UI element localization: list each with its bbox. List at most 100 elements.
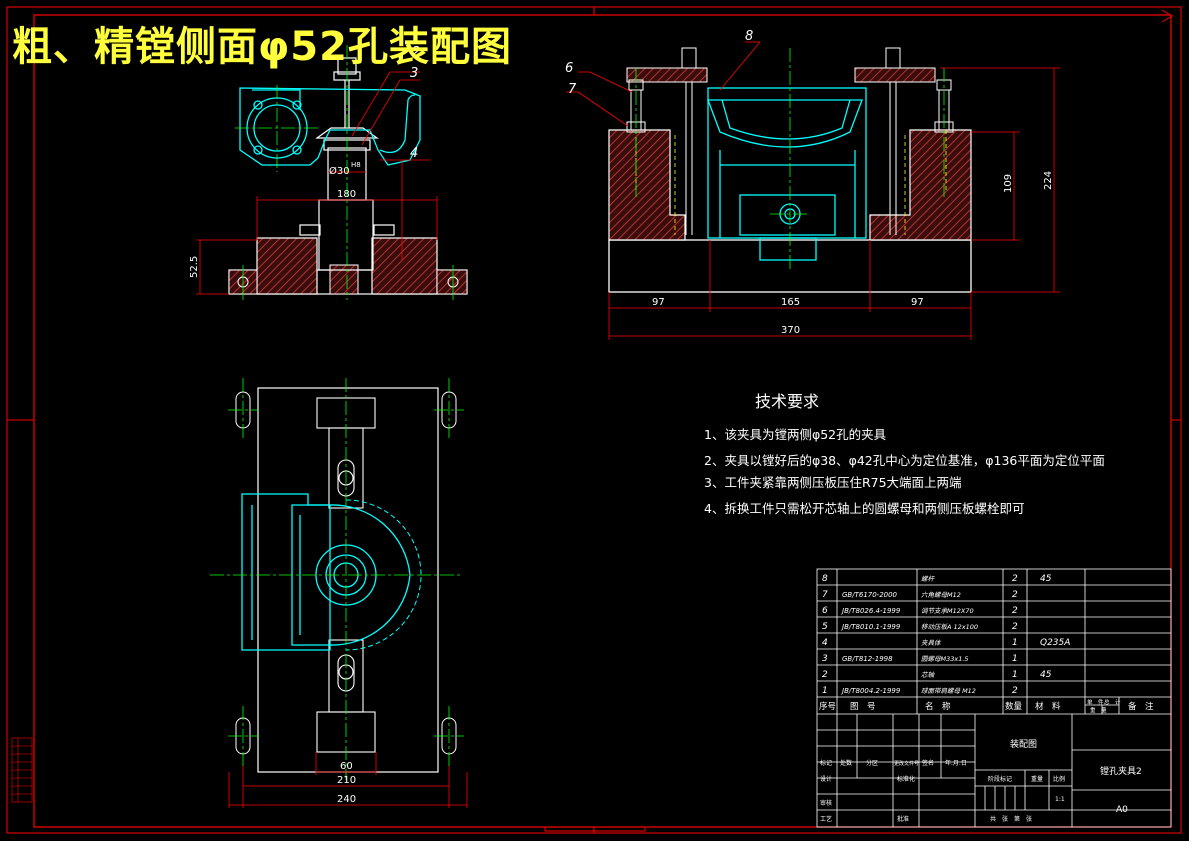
- bom-h-remark: 备 注: [1128, 701, 1154, 712]
- front-dims: [196, 71, 438, 295]
- bom-cell-qty: 1: [1012, 670, 1018, 680]
- front-centerlines: [235, 45, 348, 300]
- balloon-7: 7: [568, 82, 577, 97]
- dim-165: 165: [781, 297, 800, 308]
- bom-h-no: 序号: [819, 701, 836, 712]
- dim-109: 109: [1003, 174, 1014, 193]
- dim-52-5: 52.5: [189, 256, 200, 278]
- balloon-4: 4: [410, 146, 418, 161]
- bom-table: [816, 568, 1172, 828]
- bom-cell-no: 7: [822, 590, 828, 600]
- bom-header: 序号 图 号 名 称 数量 材 料 单 件 总 计 重 量 备 注: [819, 698, 1154, 714]
- tb-docno: 更改文件号: [894, 760, 919, 767]
- bom-cell-name: 调节支承M12X70: [921, 607, 974, 615]
- side-workpiece: [707, 87, 867, 261]
- tb-std: 标准化: [897, 775, 915, 783]
- tb-mark: 标记: [820, 759, 832, 767]
- bom-cell-qty: 2: [1012, 590, 1018, 600]
- balloon-3: 3: [410, 66, 418, 81]
- bom-cell-mat: 45: [1040, 574, 1052, 584]
- bom-cell-no: 5: [822, 622, 828, 632]
- balloon-6: 6: [565, 61, 573, 76]
- side-dims: [566, 41, 1060, 340]
- bom-cell-qty: 2: [1012, 686, 1018, 696]
- tb-drawing: 装配图: [1010, 738, 1037, 750]
- bom-cell-code: JB/T8026.4-1999: [840, 607, 901, 615]
- bom-cell-mat: 45: [1040, 670, 1052, 680]
- dim-d30: Ø30: [329, 165, 350, 177]
- bom-h-mat: 材 料: [1035, 701, 1061, 712]
- bom-cell-qty: 1: [1012, 638, 1018, 648]
- bom-cell-qty: 2: [1012, 606, 1018, 616]
- bom-cell-code: GB/T6170-2000: [842, 591, 898, 599]
- balloon-2: 2: [412, 45, 420, 60]
- bom-cell-name: 圆螺母M33x1.5: [921, 655, 969, 663]
- dim-180: 180: [337, 189, 356, 200]
- margin-table: [11, 737, 33, 803]
- bom-cell-mat: Q235A: [1040, 638, 1070, 648]
- bom-h-name: 名 称: [925, 701, 951, 712]
- bom-cell-name: 移动压板A 12x100: [921, 623, 978, 631]
- side-bolts: [626, 47, 954, 235]
- bom-cell-no: 8: [822, 574, 828, 584]
- bom-cell-qty: 2: [1012, 574, 1018, 584]
- dim-370: 370: [781, 325, 800, 336]
- tb-size: A0: [1116, 805, 1128, 815]
- dim-60: 60: [340, 761, 353, 772]
- bom-cell-qty: 2: [1012, 622, 1018, 632]
- bom-h-code: 图 号: [850, 702, 876, 712]
- title-block: 装配图 镗孔夹具2 阶段标记 重量 比例 1:1 共 张 第 张 A0 标记 处…: [820, 738, 1142, 823]
- sheet-border: [6, 6, 1182, 834]
- tb-stage: 阶段标记: [988, 775, 1012, 783]
- side-view: 97 165 97 370 109 224 6 7 8: [565, 29, 1060, 340]
- dim-210: 210: [337, 775, 356, 786]
- top-hidden-arc: [345, 499, 422, 651]
- front-base: [228, 237, 468, 300]
- dim-h8: H8: [351, 161, 361, 169]
- balloon-8: 8: [745, 29, 753, 44]
- requirement-2: 2、夹具以镗好后的φ38、φ42孔中心为定位基准，φ136平面为定位平面: [704, 453, 1105, 468]
- requirements-heading: 技术要求: [755, 392, 820, 411]
- bom-h-qty: 数量: [1005, 701, 1023, 712]
- tb-approve: 批准: [897, 815, 909, 823]
- bom-cell-no: 2: [822, 670, 828, 680]
- bom-cell-name: 螺杆: [921, 575, 936, 583]
- bom-cell-code: JB/T8010.1-1999: [840, 623, 901, 631]
- drawing-title: 粗、精镗侧面φ52孔装配图: [12, 24, 512, 70]
- bom-cell-qty: 1: [1012, 654, 1018, 664]
- dim-240: 240: [337, 794, 356, 805]
- top-view: 60 210 240: [210, 378, 468, 808]
- bom-cell-code: JB/T8004.2-1999: [840, 687, 901, 695]
- bom-cell-name: 球面带肩螺母 M12: [921, 687, 976, 695]
- bom-cell-no: 6: [822, 606, 828, 616]
- tb-date: 年.月.日: [945, 759, 967, 767]
- tb-zone: 分区: [866, 759, 878, 767]
- tb-weight: 重量: [1031, 775, 1043, 783]
- tb-scale-val: 1:1: [1055, 796, 1065, 803]
- tb-sheets: 共 张 第 张: [990, 815, 1032, 823]
- bom-h-unit: 单 件: [1087, 698, 1104, 706]
- dim-224: 224: [1043, 171, 1054, 190]
- tb-check: 审核: [820, 799, 832, 807]
- requirement-3: 3、工件夹紧靠两侧压板压住R75大端面上两端: [704, 475, 962, 490]
- bom-cell-name: 芯轴: [921, 671, 936, 679]
- tb-scale: 比例: [1053, 775, 1065, 783]
- top-dims: [228, 752, 468, 808]
- bom-cell-no: 3: [822, 654, 828, 664]
- side-centerlines: [635, 48, 945, 270]
- tb-name: 镗孔夹具2: [1100, 765, 1142, 777]
- bom-h-total: 总 计: [1104, 698, 1121, 706]
- bom-cell-no: 1: [822, 686, 828, 696]
- tb-sign: 签名: [922, 759, 934, 767]
- tb-design: 设计: [820, 775, 832, 783]
- bom-cell-no: 4: [822, 638, 828, 648]
- top-workpiece: [241, 493, 411, 651]
- dim-97-left: 97: [652, 297, 665, 308]
- bom-h-wt: 重 量: [1090, 706, 1107, 714]
- top-centerlines: [210, 378, 464, 780]
- front-workpiece: [239, 87, 421, 166]
- tb-process: 工艺: [820, 815, 832, 823]
- dim-97-right: 97: [911, 297, 924, 308]
